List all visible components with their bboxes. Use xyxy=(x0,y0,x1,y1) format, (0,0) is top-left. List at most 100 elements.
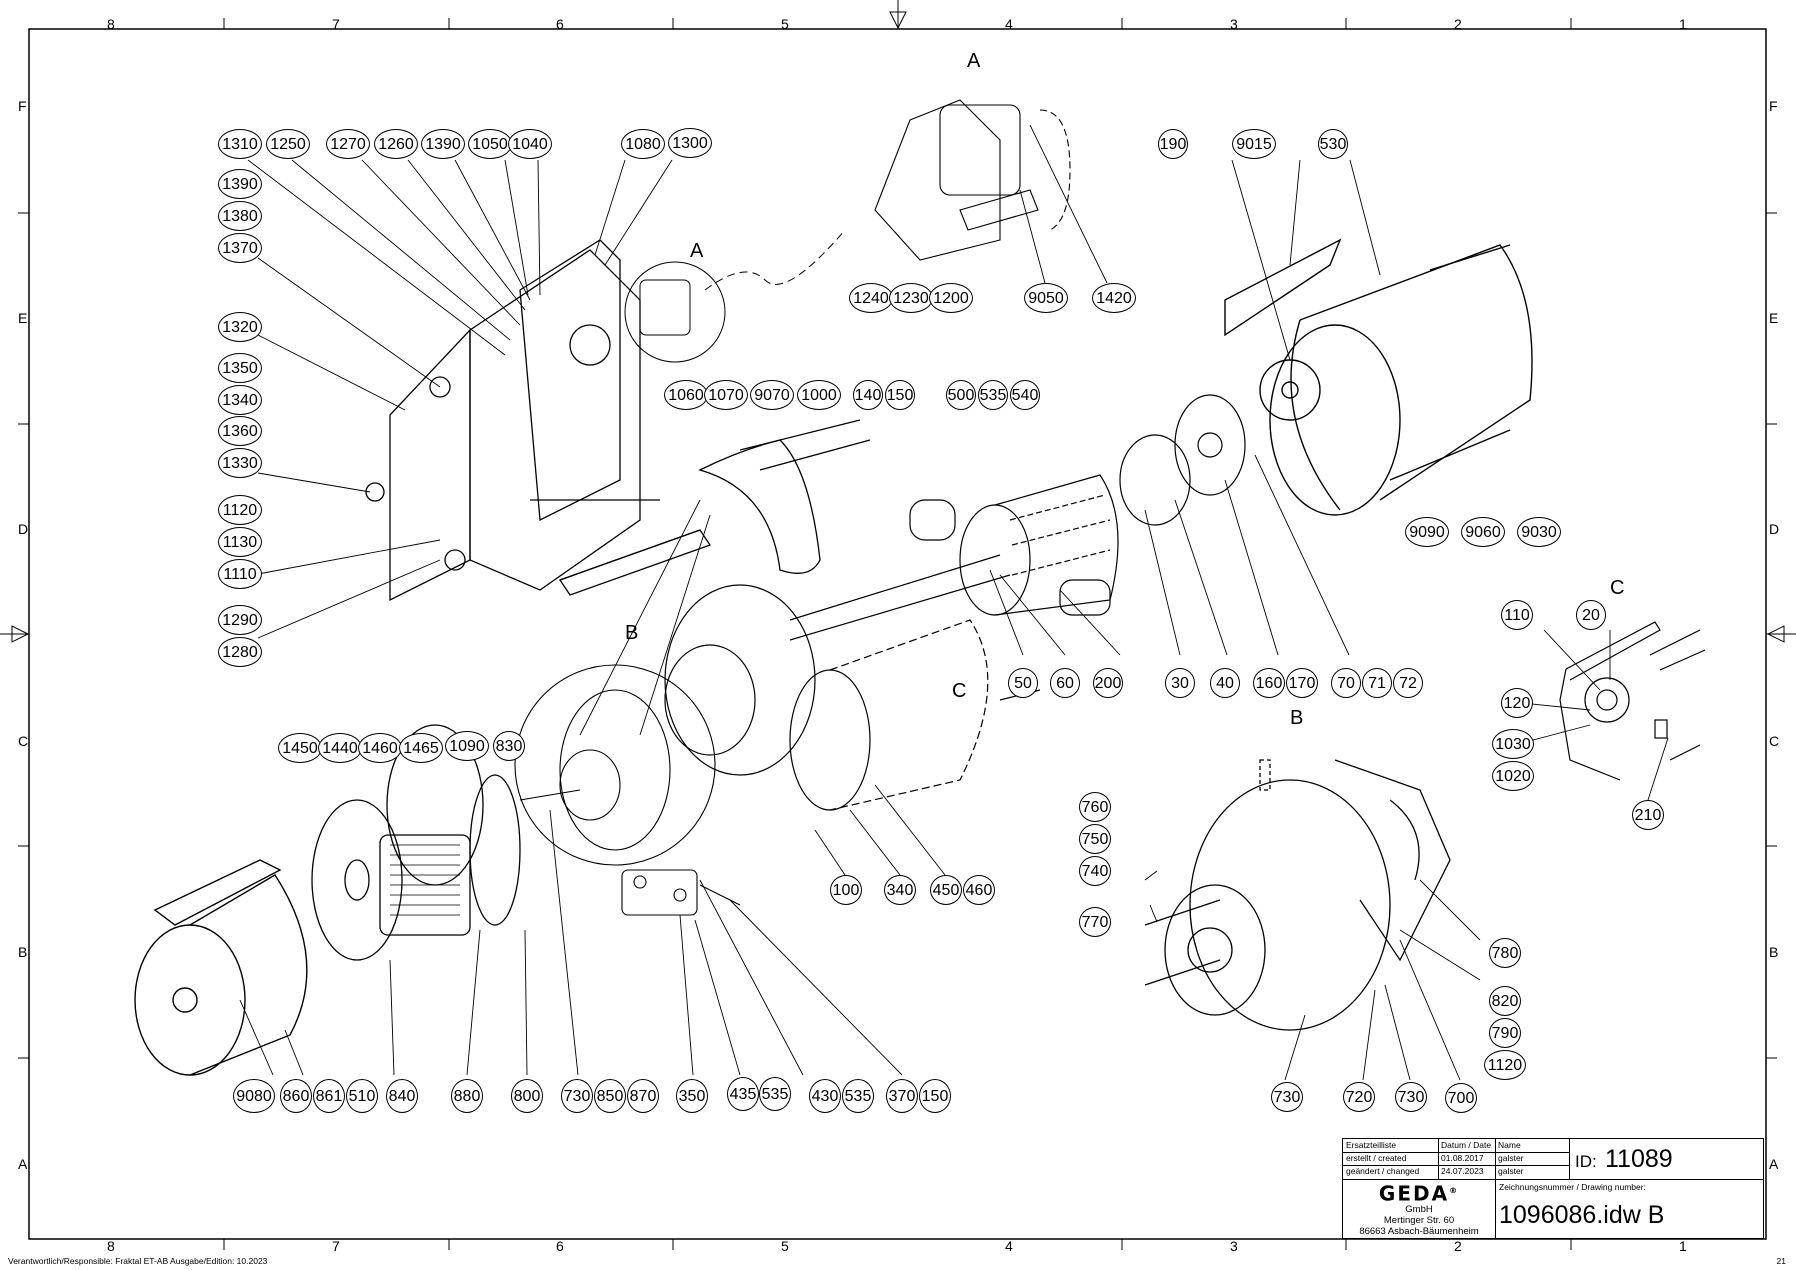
part-balloon[interactable]: 870 xyxy=(627,1079,659,1113)
zone-row-label: D xyxy=(18,521,29,537)
part-balloon[interactable]: 535 xyxy=(759,1077,791,1111)
part-balloon[interactable]: 535 xyxy=(842,1079,874,1113)
part-balloon[interactable]: 730 xyxy=(1395,1082,1427,1112)
part-balloon[interactable]: 770 xyxy=(1079,907,1111,937)
part-balloon[interactable]: 780 xyxy=(1489,938,1521,968)
part-balloon[interactable]: 350 xyxy=(676,1079,708,1113)
part-balloon[interactable]: 1270 xyxy=(326,129,370,159)
part-balloon[interactable]: 370 xyxy=(886,1079,918,1113)
part-balloon[interactable]: 150 xyxy=(919,1079,951,1113)
part-balloon[interactable]: 830 xyxy=(493,731,525,761)
part-balloon[interactable]: 1110 xyxy=(218,559,262,589)
part-balloon[interactable]: 500 xyxy=(946,380,976,410)
part-balloon[interactable]: 50 xyxy=(1008,668,1038,698)
part-balloon[interactable]: 1040 xyxy=(508,129,552,159)
part-balloon[interactable]: 1240 xyxy=(849,283,893,313)
part-balloon[interactable]: 1440 xyxy=(318,733,362,763)
part-balloon[interactable]: 190 xyxy=(1158,129,1188,159)
part-balloon[interactable]: 535 xyxy=(978,380,1008,410)
part-balloon[interactable]: 530 xyxy=(1318,129,1348,159)
part-balloon[interactable]: 1460 xyxy=(358,733,402,763)
part-balloon[interactable]: 1465 xyxy=(399,733,443,763)
part-balloon[interactable]: 1060 xyxy=(664,380,708,410)
part-balloon[interactable]: 1230 xyxy=(889,283,933,313)
part-balloon[interactable]: 1390 xyxy=(218,169,262,199)
part-balloon[interactable]: 110 xyxy=(1501,600,1533,630)
part-balloon[interactable]: 1450 xyxy=(278,733,322,763)
part-balloon[interactable]: 1370 xyxy=(218,233,262,263)
part-balloon[interactable]: 1350 xyxy=(218,353,262,383)
part-balloon[interactable]: 850 xyxy=(594,1079,626,1113)
part-balloon[interactable]: 861 xyxy=(313,1079,345,1113)
part-balloon[interactable]: 1090 xyxy=(445,731,489,761)
tb-changed-name: galster xyxy=(1498,1166,1524,1176)
part-balloon[interactable]: 1070 xyxy=(704,380,748,410)
part-balloon[interactable]: 150 xyxy=(885,380,915,410)
part-balloon[interactable]: 1120 xyxy=(218,495,262,525)
part-balloon[interactable]: 880 xyxy=(451,1079,483,1113)
part-balloon[interactable]: 9090 xyxy=(1405,517,1449,547)
part-balloon[interactable]: 9060 xyxy=(1461,517,1505,547)
part-balloon[interactable]: 9050 xyxy=(1024,283,1068,313)
part-balloon[interactable]: 200 xyxy=(1093,668,1123,698)
part-balloon[interactable]: 510 xyxy=(346,1079,378,1113)
part-balloon[interactable]: 430 xyxy=(809,1079,841,1113)
part-balloon[interactable]: 1130 xyxy=(218,527,262,557)
part-balloon[interactable]: 720 xyxy=(1343,1082,1375,1112)
part-balloon[interactable]: 60 xyxy=(1050,668,1080,698)
part-balloon[interactable]: 30 xyxy=(1165,668,1195,698)
part-balloon[interactable]: 71 xyxy=(1362,668,1392,698)
part-balloon[interactable]: 1250 xyxy=(266,129,310,159)
part-balloon[interactable]: 210 xyxy=(1632,800,1664,830)
part-balloon[interactable]: 9015 xyxy=(1232,129,1276,159)
part-balloon[interactable]: 1340 xyxy=(218,385,262,415)
part-balloon[interactable]: 340 xyxy=(884,875,916,905)
part-balloon[interactable]: 790 xyxy=(1489,1018,1521,1048)
part-balloon[interactable]: 1310 xyxy=(218,129,262,159)
part-balloon[interactable]: 20 xyxy=(1576,600,1606,630)
part-balloon[interactable]: 40 xyxy=(1210,668,1240,698)
part-balloon[interactable]: 1300 xyxy=(668,128,712,158)
part-balloon[interactable]: 460 xyxy=(963,875,995,905)
part-balloon[interactable]: 1390 xyxy=(421,129,465,159)
part-balloon[interactable]: 1000 xyxy=(797,380,841,410)
part-balloon[interactable]: 9030 xyxy=(1517,517,1561,547)
part-balloon[interactable]: 140 xyxy=(853,380,883,410)
part-balloon[interactable]: 1330 xyxy=(218,448,262,478)
part-balloon[interactable]: 750 xyxy=(1079,824,1111,854)
part-balloon[interactable]: 1020 xyxy=(1492,761,1534,791)
part-balloon[interactable]: 160 xyxy=(1253,668,1285,698)
part-balloon[interactable]: 1120 xyxy=(1484,1050,1526,1080)
part-balloon[interactable]: 1360 xyxy=(218,416,262,446)
part-balloon[interactable]: 1030 xyxy=(1492,729,1534,759)
part-balloon[interactable]: 700 xyxy=(1445,1083,1477,1113)
part-balloon[interactable]: 450 xyxy=(930,875,962,905)
part-balloon[interactable]: 1200 xyxy=(929,283,973,313)
part-balloon[interactable]: 760 xyxy=(1079,792,1111,822)
part-balloon[interactable]: 800 xyxy=(511,1079,543,1113)
part-balloon[interactable]: 1280 xyxy=(218,637,262,667)
part-balloon[interactable]: 70 xyxy=(1331,668,1361,698)
part-balloon[interactable]: 1260 xyxy=(374,129,418,159)
part-balloon[interactable]: 730 xyxy=(1271,1082,1303,1112)
part-balloon[interactable]: 1420 xyxy=(1092,283,1136,313)
part-balloon[interactable]: 1380 xyxy=(218,201,262,231)
part-balloon[interactable]: 740 xyxy=(1079,856,1111,886)
part-balloon[interactable]: 1050 xyxy=(468,129,512,159)
part-balloon[interactable]: 9070 xyxy=(750,380,794,410)
part-balloon[interactable]: 170 xyxy=(1286,668,1318,698)
part-balloon[interactable]: 9080 xyxy=(233,1079,275,1113)
part-balloon[interactable]: 1320 xyxy=(218,312,262,342)
part-balloon[interactable]: 72 xyxy=(1393,668,1423,698)
part-balloon[interactable]: 435 xyxy=(727,1077,759,1111)
part-balloon[interactable]: 1080 xyxy=(621,129,665,159)
part-balloon[interactable]: 820 xyxy=(1489,986,1521,1016)
part-balloon[interactable]: 730 xyxy=(561,1079,593,1113)
part-balloon[interactable]: 120 xyxy=(1501,688,1533,718)
part-balloon[interactable]: 840 xyxy=(386,1079,418,1113)
part-balloon[interactable]: 1290 xyxy=(218,605,262,635)
part-balloon[interactable]: 860 xyxy=(280,1079,312,1113)
part-balloon[interactable]: 100 xyxy=(830,875,862,905)
part-balloon[interactable]: 540 xyxy=(1010,380,1040,410)
